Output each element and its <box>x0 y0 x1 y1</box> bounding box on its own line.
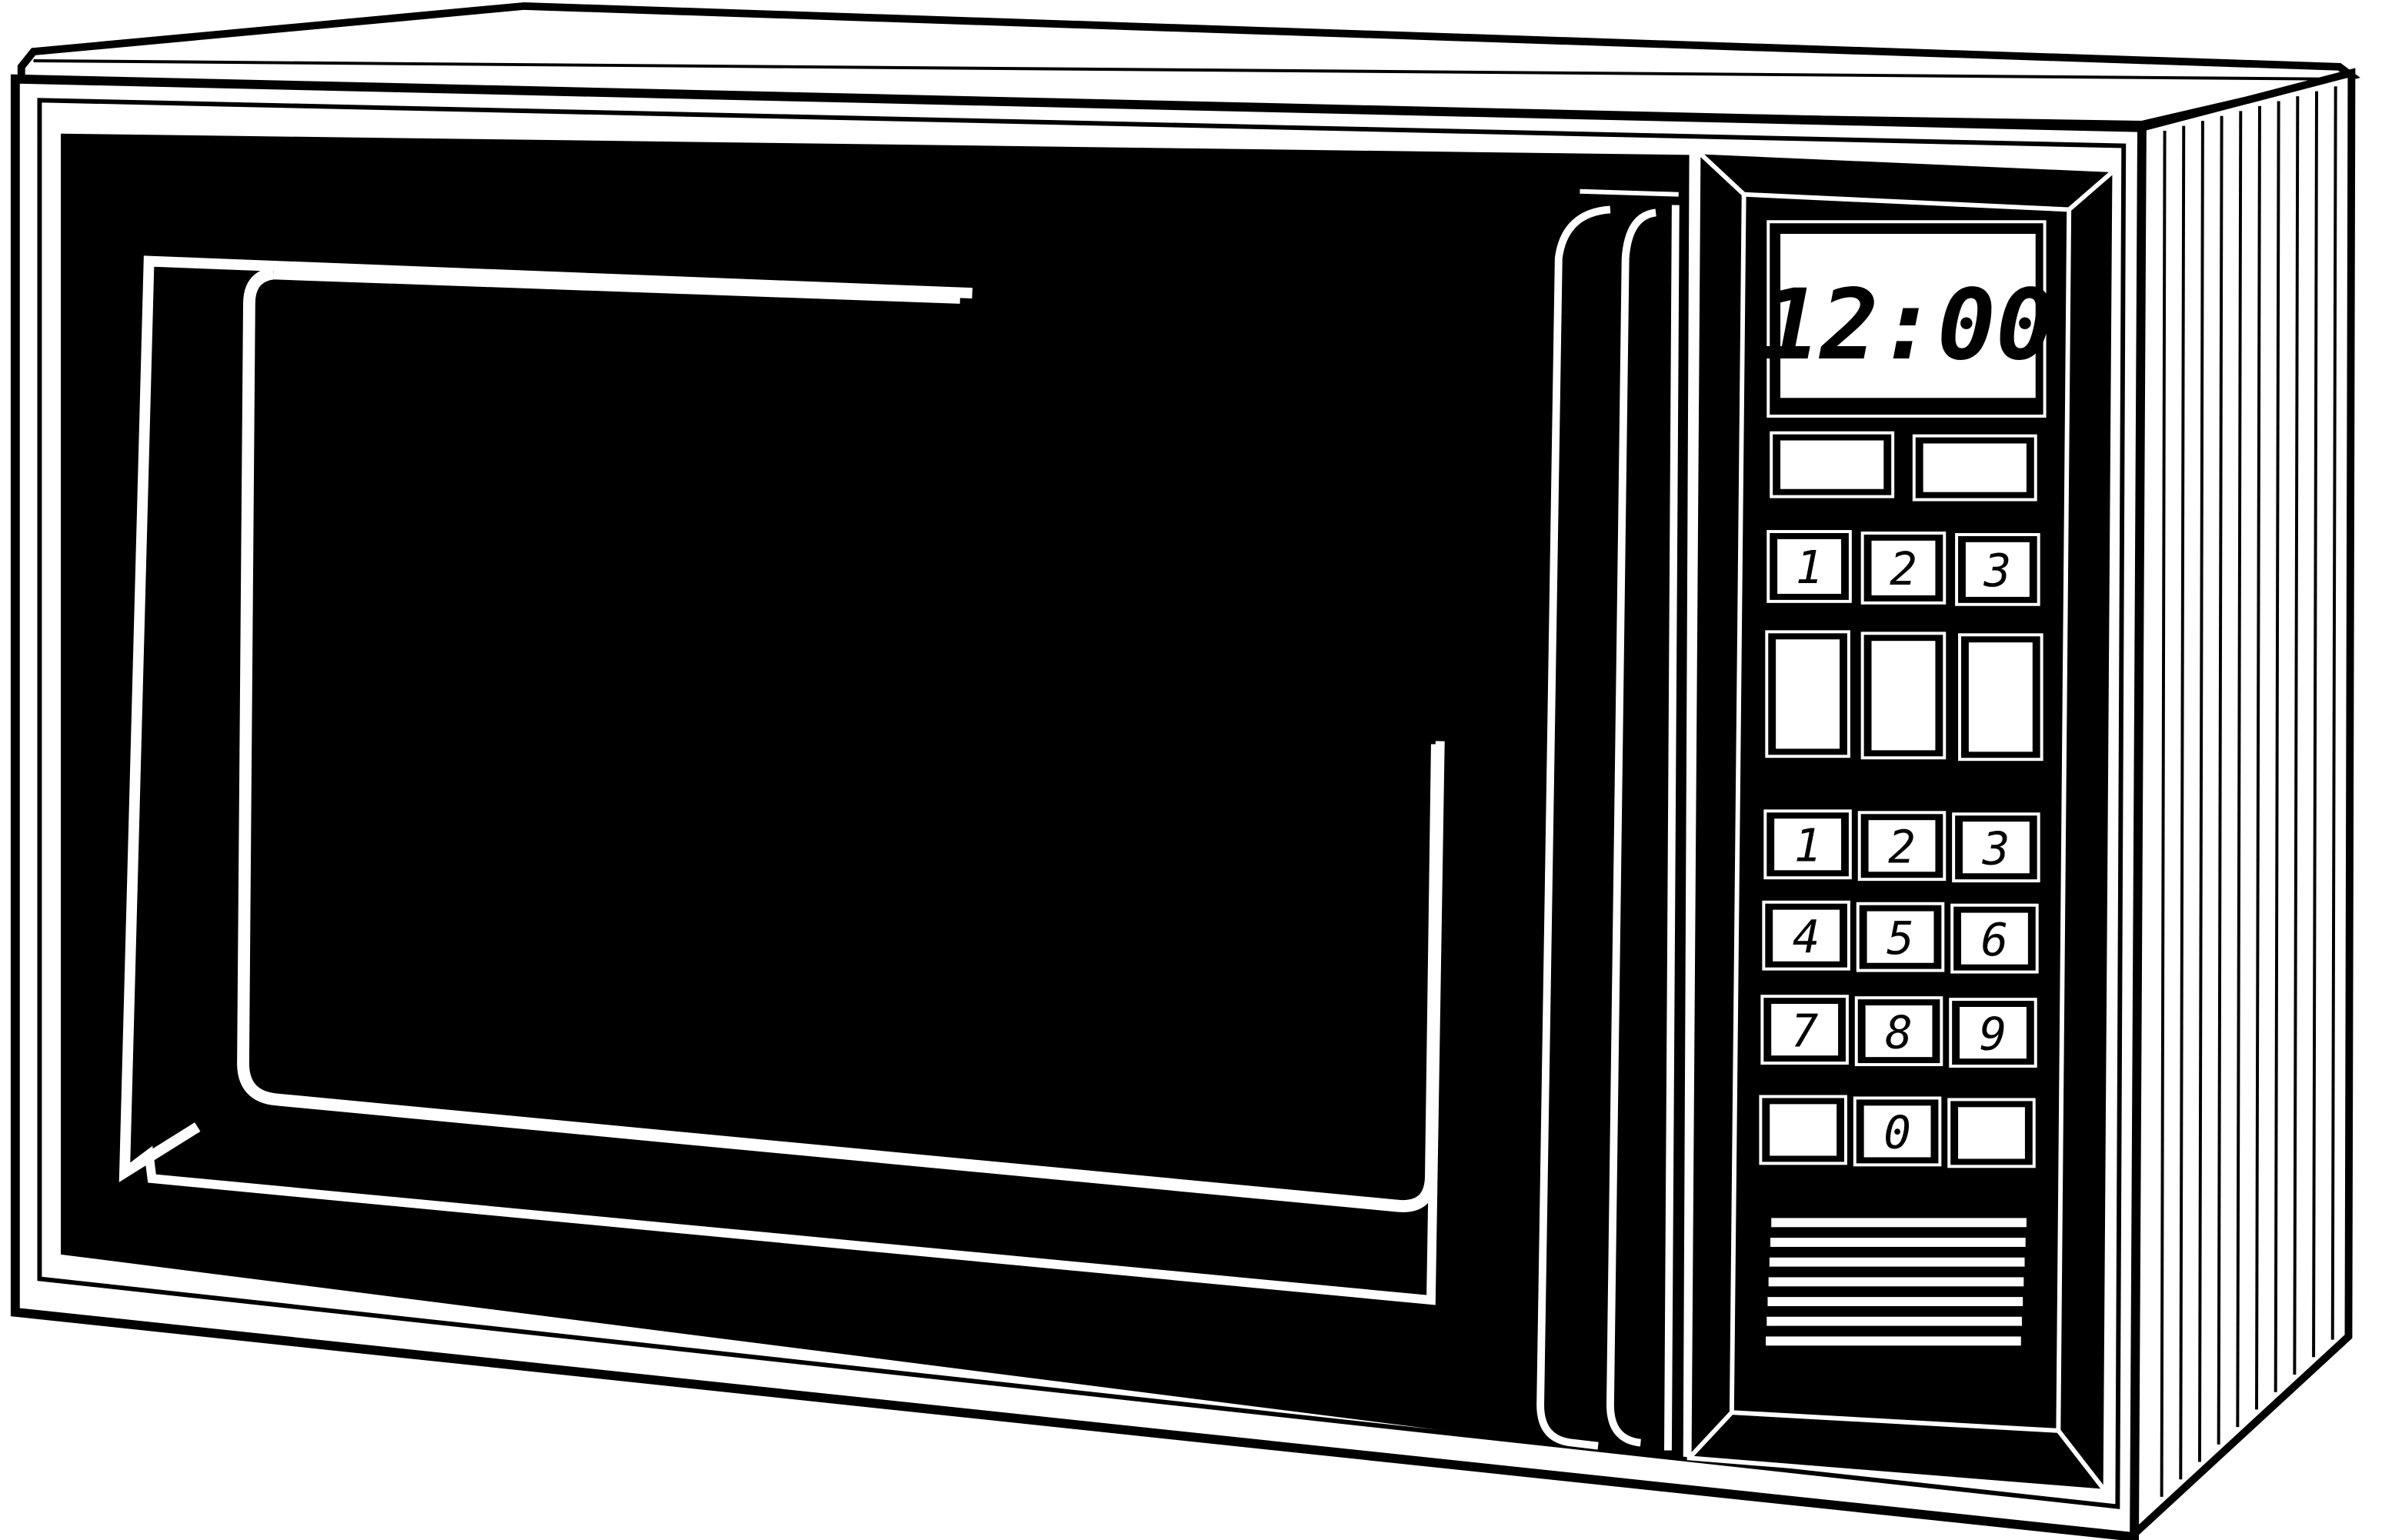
button-label: 5 <box>1887 912 1914 965</box>
button-label: 7 <box>1791 1004 1819 1057</box>
panel-button[interactable]: 9 <box>1949 998 2037 1068</box>
panel-button[interactable]: 4 <box>1762 900 1850 971</box>
button-label: 3 <box>1982 822 2010 875</box>
button-label: 3 <box>1983 544 2012 597</box>
button-label: 4 <box>1793 910 1820 963</box>
button-label: 0 <box>1883 1106 1911 1159</box>
control-panel: 12:00 1 2 3 1 2 3 4 5 6 7 8 9 0 <box>1686 149 2117 1495</box>
button-label: 2 <box>1890 542 1917 595</box>
panel-button[interactable]: 5 <box>1856 902 1945 972</box>
panel-button[interactable]: 1 <box>1766 530 1852 603</box>
panel-button[interactable]: 8 <box>1854 996 1943 1066</box>
panel-button[interactable]: 6 <box>1950 903 2039 974</box>
button-label: 6 <box>1981 913 2009 966</box>
microwave-door <box>61 133 1690 1462</box>
panel-button[interactable]: 3 <box>1955 533 2040 606</box>
clock-time: 12:00 <box>1762 268 2054 382</box>
door-window <box>118 255 1445 1305</box>
panel-button[interactable]: 3 <box>1952 812 2040 883</box>
panel-button[interactable] <box>1912 434 2037 502</box>
panel-button[interactable] <box>1759 1095 1847 1165</box>
button-label: 9 <box>1980 1007 2007 1060</box>
speaker-vent <box>1766 1218 2027 1346</box>
panel-button[interactable] <box>1770 431 1895 498</box>
button-label: 1 <box>1796 541 1823 594</box>
clock-display <box>1780 234 2036 398</box>
panel-button[interactable] <box>1765 630 1850 758</box>
panel-button[interactable]: 0 <box>1853 1096 1942 1167</box>
panel-button[interactable]: 7 <box>1760 995 1849 1065</box>
panel-button[interactable] <box>1947 1098 2036 1168</box>
panel-button[interactable]: 2 <box>1857 811 1947 882</box>
door-handle[interactable] <box>1536 188 1680 1451</box>
microwave-side <box>2130 68 2356 1540</box>
button-label: 8 <box>1885 1005 1913 1058</box>
button-label: 1 <box>1794 818 1822 872</box>
panel-button[interactable] <box>1958 633 2043 762</box>
button-label: 2 <box>1888 820 1916 873</box>
panel-button[interactable]: 2 <box>1860 532 1947 605</box>
panel-button[interactable]: 1 <box>1763 809 1852 880</box>
panel-button[interactable] <box>1860 632 1947 760</box>
